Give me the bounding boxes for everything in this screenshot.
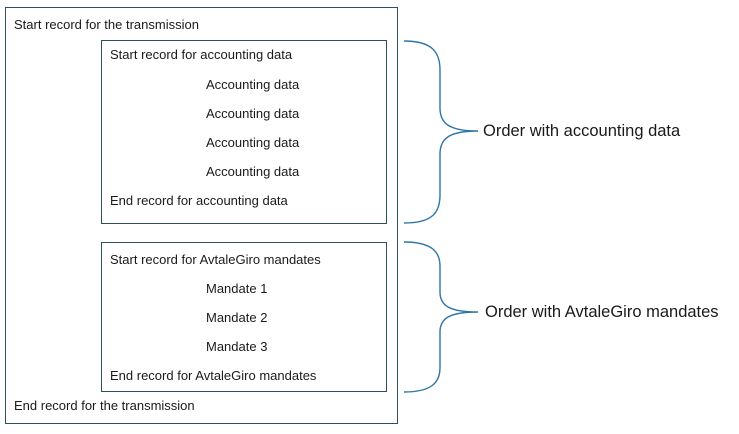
accounting-data-item: Accounting data: [206, 106, 300, 121]
mandate-item: Mandate 1: [206, 281, 268, 296]
accounting-data-item: Accounting data: [206, 164, 300, 179]
accounting-start-record: Start record for accounting data: [110, 47, 293, 62]
mandate-order-brace: [403, 241, 479, 393]
accounting-order-brace: [403, 40, 479, 224]
accounting-order-box: [101, 40, 387, 224]
mandate-order-box: [101, 242, 387, 392]
mandate-item: Mandate 2: [206, 310, 268, 325]
mandate-end-record: End record for AvtaleGiro mandates: [110, 368, 317, 383]
mandate-start-record: Start record for AvtaleGiro mandates: [110, 252, 321, 267]
accounting-end-record: End record for accounting data: [110, 193, 288, 208]
accounting-data-item: Accounting data: [206, 135, 300, 150]
transmission-end-record: End record for the transmission: [14, 398, 195, 413]
mandate-item: Mandate 3: [206, 339, 268, 354]
mandate-order-label: Order with AvtaleGiro mandates: [485, 303, 719, 321]
transmission-start-record: Start record for the transmission: [14, 17, 199, 32]
accounting-order-label: Order with accounting data: [483, 122, 681, 140]
accounting-data-item: Accounting data: [206, 77, 300, 92]
